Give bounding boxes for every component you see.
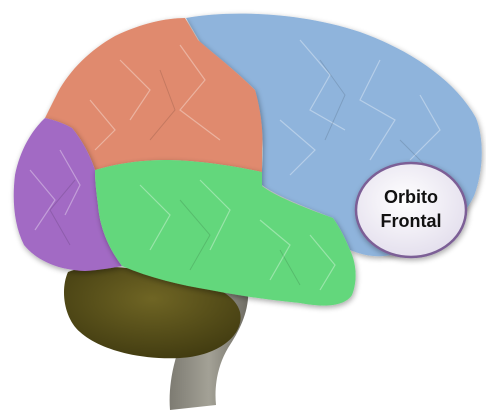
orbito-frontal-label: Orbito Frontal [356,163,466,257]
label-line-2: Frontal [381,211,442,231]
label-line-1: Orbito [384,187,438,207]
orbito-frontal-bubble [356,163,466,257]
